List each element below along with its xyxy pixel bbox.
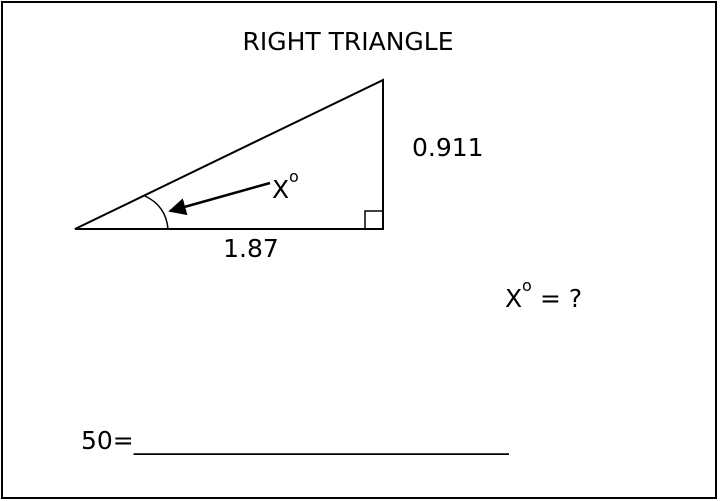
right-angle-marker <box>364 210 383 229</box>
question-degree-mark: o <box>522 276 532 295</box>
angle-pointer-arrow <box>168 181 271 216</box>
answer-prompt: 50=______________________________ <box>81 426 509 455</box>
angle-label: X <box>272 175 289 204</box>
diagram-title: RIGHT TRIANGLE <box>242 27 453 56</box>
angle-variable: X <box>272 175 289 204</box>
question-rest: = ? <box>532 284 582 313</box>
adjacent-side-label: 1.87 <box>223 234 279 263</box>
angle-arc <box>144 195 169 230</box>
question-variable: X <box>505 284 522 313</box>
opposite-side-label: 0.911 <box>412 133 484 162</box>
triangle-shape <box>74 78 384 230</box>
angle-degree-mark: o <box>289 167 299 186</box>
